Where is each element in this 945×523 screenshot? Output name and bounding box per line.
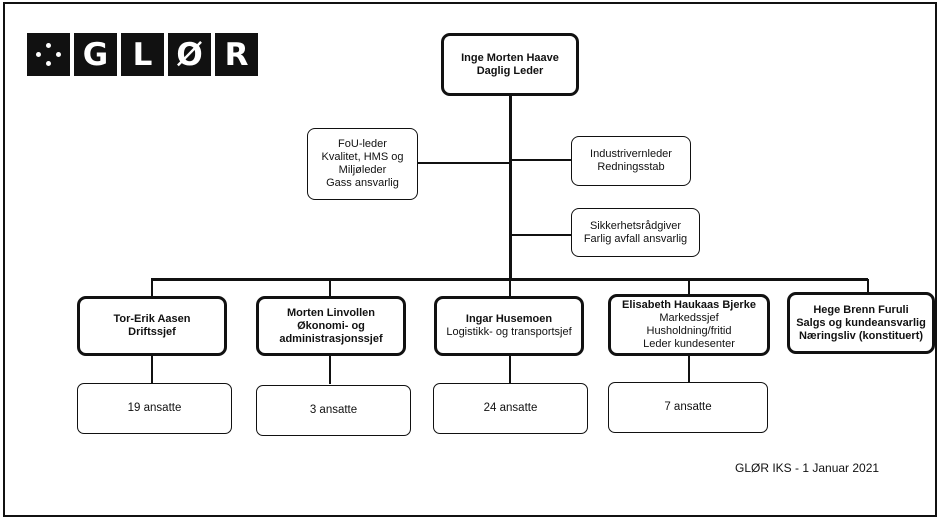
staff-line: Sikkerhetsrådgiver <box>589 219 682 232</box>
manager-box-5: Hege Brenn Furuli Salgs og kundeansvarli… <box>787 292 935 354</box>
sparkle-dots-icon <box>27 33 70 76</box>
footer-text: GLØR IKS - 1 Januar 2021 <box>735 461 880 475</box>
logo-letter-r: R <box>215 33 258 76</box>
staff-line: Gass ansvarlig <box>326 177 399 189</box>
staff-line: Kvalitet, HMS og <box>321 151 404 163</box>
glor-logo: G L Ø R <box>27 33 258 76</box>
manager-name: Hege Brenn Furuli <box>813 303 909 316</box>
manager-title: Leder kundesenter <box>643 338 735 350</box>
employee-count: 19 ansatte <box>127 402 182 414</box>
manager-title: administrasjonssjef <box>279 332 383 345</box>
employee-count: 24 ansatte <box>483 402 538 414</box>
manager-box-3: Ingar Husemoen Logistikk- og transportsj… <box>434 296 584 356</box>
staff-box-fou: FoU-leder Kvalitet, HMS og Miljøleder Ga… <box>307 128 418 200</box>
staff-right2-connector <box>511 234 571 236</box>
manager-title: Økonomi- og <box>297 319 365 332</box>
employee-count: 7 ansatte <box>664 401 712 413</box>
employee-line-1 <box>151 355 153 384</box>
employee-line-3 <box>509 355 511 384</box>
manager-title: Næringsliv (konstituert) <box>798 329 924 342</box>
logo-letter-o-slash: Ø <box>168 33 211 76</box>
manager-title: Driftssjef <box>128 326 176 338</box>
employee-line-4 <box>688 355 690 384</box>
staff-box-industrivern: Industrivernleder Redningsstab <box>571 136 691 186</box>
manager-title: Markedssjef <box>659 312 719 324</box>
ceo-box: Inge Morten Haave Daglig Leder <box>441 33 579 96</box>
page-frame <box>3 2 937 517</box>
drop-line-3 <box>509 279 511 297</box>
staff-line: Industrivernleder <box>590 148 672 160</box>
manager-name: Ingar Husemoen <box>465 313 553 325</box>
manager-title: Logistikk- og transportsjef <box>446 326 572 338</box>
drop-line-1 <box>151 279 153 297</box>
trunk-line <box>509 93 512 279</box>
drop-line-2 <box>329 279 331 297</box>
drop-line-5 <box>867 279 869 297</box>
ceo-title: Daglig Leder <box>476 64 544 77</box>
manager-name: Morten Linvollen <box>287 306 375 319</box>
manager-box-4: Elisabeth Haukaas Bjerke Markedssjef Hus… <box>608 294 770 356</box>
manager-name: Elisabeth Haukaas Bjerke <box>622 299 756 311</box>
employee-count-box-4: 7 ansatte <box>608 382 768 433</box>
staff-line: FoU-leder <box>338 138 387 150</box>
employee-count-box-2: 3 ansatte <box>256 385 411 436</box>
employee-count-box-3: 24 ansatte <box>433 383 588 434</box>
employee-line-2 <box>329 355 331 384</box>
staff-line: Redningsstab <box>597 161 665 173</box>
drop-line-4 <box>688 279 690 297</box>
staff-box-sikkerhet: Sikkerhetsrådgiver Farlig avfall ansvarl… <box>571 208 700 257</box>
manager-title: Salgs og kundeansvarlig <box>796 316 926 329</box>
staff-line: Miljøleder <box>338 164 387 176</box>
manager-box-1: Tor-Erik Aasen Driftssjef <box>77 296 227 356</box>
manager-name: Tor-Erik Aasen <box>113 313 191 325</box>
manager-box-2: Morten Linvollen Økonomi- og administras… <box>256 296 406 356</box>
manager-title: Husholdning/fritid <box>646 325 732 337</box>
staff-left-connector <box>418 162 511 164</box>
employee-count: 3 ansatte <box>309 404 358 416</box>
employee-count-box-1: 19 ansatte <box>77 383 232 434</box>
logo-letter-l: L <box>121 33 164 76</box>
ceo-name: Inge Morten Haave <box>461 51 559 64</box>
staff-right1-connector <box>511 159 571 161</box>
logo-letter-g: G <box>74 33 117 76</box>
staff-line: Farlig avfall ansvarlig <box>583 232 688 245</box>
